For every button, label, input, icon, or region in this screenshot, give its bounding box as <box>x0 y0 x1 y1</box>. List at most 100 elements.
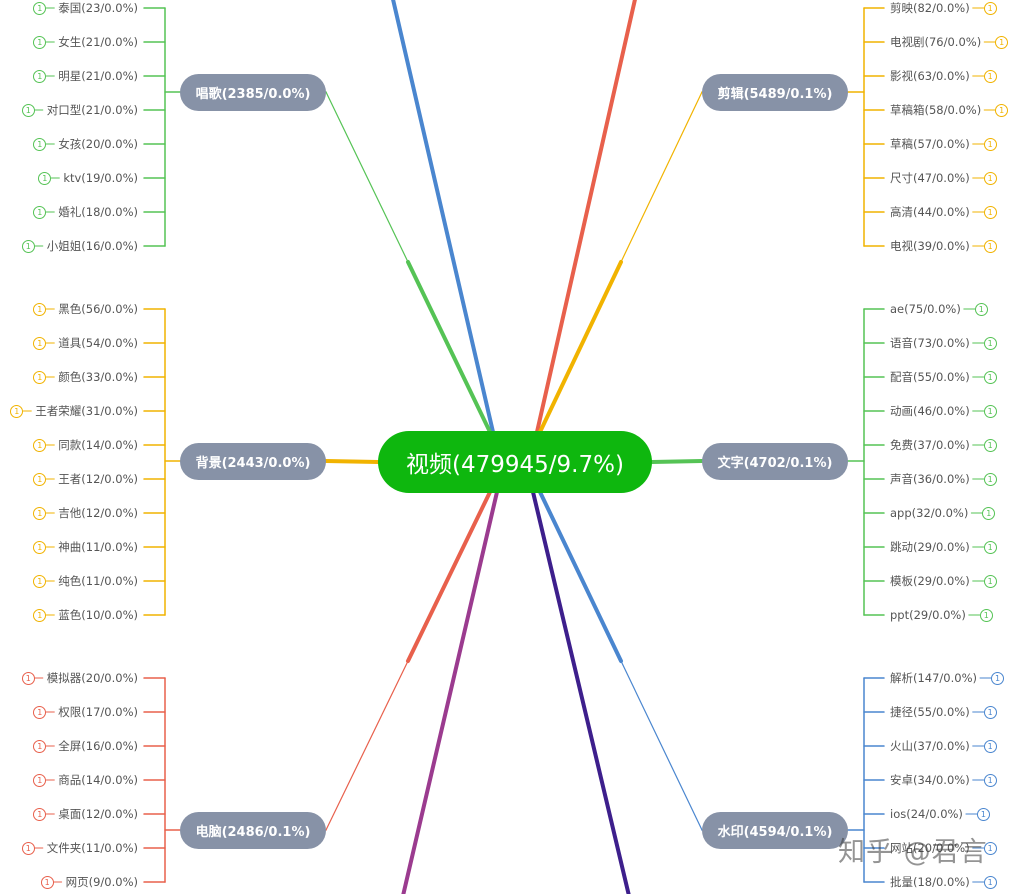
count-badge-icon[interactable]: 1 <box>33 205 47 219</box>
count-badge-icon[interactable]: 1 <box>33 608 47 622</box>
leaf-label-wenzi[interactable]: 模板(29/0.0%) <box>890 574 970 588</box>
count-badge-icon[interactable]: 1 <box>983 1 997 15</box>
count-badge-icon[interactable]: 1 <box>991 671 1005 685</box>
branch-node-jianji[interactable]: 剪辑(5489/0.1%) <box>702 74 848 111</box>
leaf-label-diannao[interactable]: 网页(9/0.0%) <box>65 875 138 889</box>
leaf-label-beijing[interactable]: 同款(14/0.0%) <box>58 438 138 452</box>
leaf-label-shuiyin[interactable]: 网站(20/0.0%) <box>890 841 970 855</box>
count-badge-icon[interactable]: 1 <box>21 841 35 855</box>
leaf-label-diannao[interactable]: 文件夹(11/0.0%) <box>46 841 138 855</box>
count-badge-icon[interactable]: 1 <box>983 739 997 753</box>
leaf-label-jianji[interactable]: 草稿箱(58/0.0%) <box>890 103 982 117</box>
leaf-label-beijing[interactable]: 颜色(33/0.0%) <box>58 370 138 384</box>
count-badge-icon[interactable]: 1 <box>33 302 47 316</box>
leaf-label-changge[interactable]: 女孩(20/0.0%) <box>58 137 138 151</box>
count-badge-icon[interactable]: 1 <box>33 739 47 753</box>
branch-node-shuiyin[interactable]: 水印(4594/0.1%) <box>702 812 848 849</box>
leaf-label-wenzi[interactable]: ppt(29/0.0%) <box>890 608 966 622</box>
leaf-label-wenzi[interactable]: 跳动(29/0.0%) <box>890 540 970 554</box>
count-badge-icon[interactable]: 1 <box>21 103 35 117</box>
leaf-label-beijing[interactable]: 纯色(11/0.0%) <box>58 574 138 588</box>
count-badge-icon[interactable]: 1 <box>983 705 997 719</box>
count-badge-icon[interactable]: 1 <box>979 608 993 622</box>
count-badge-icon[interactable]: 1 <box>38 171 52 185</box>
count-badge-icon[interactable]: 1 <box>983 69 997 83</box>
leaf-label-wenzi[interactable]: 声音(36/0.0%) <box>890 472 970 486</box>
leaf-label-diannao[interactable]: 权限(17/0.0%) <box>58 705 138 719</box>
leaf-label-shuiyin[interactable]: ios(24/0.0%) <box>890 807 963 821</box>
count-badge-icon[interactable]: 1 <box>33 69 47 83</box>
leaf-label-shuiyin[interactable]: 批量(18/0.0%) <box>890 875 970 889</box>
count-badge-icon[interactable]: 1 <box>983 773 997 787</box>
leaf-label-beijing[interactable]: 黑色(56/0.0%) <box>58 302 138 316</box>
leaf-label-shuiyin[interactable]: 解析(147/0.0%) <box>890 671 978 685</box>
leaf-label-beijing[interactable]: 蓝色(10/0.0%) <box>58 608 138 622</box>
leaf-label-shuiyin[interactable]: 火山(37/0.0%) <box>890 739 970 753</box>
leaf-label-changge[interactable]: 小姐姐(16/0.0%) <box>46 239 138 253</box>
count-badge-icon[interactable]: 1 <box>10 404 24 418</box>
count-badge-icon[interactable]: 1 <box>21 239 35 253</box>
leaf-label-shuiyin[interactable]: 捷径(55/0.0%) <box>890 705 970 719</box>
count-badge-icon[interactable]: 1 <box>33 705 47 719</box>
count-badge-icon[interactable]: 1 <box>983 370 997 384</box>
leaf-label-shuiyin[interactable]: 安卓(34/0.0%) <box>890 773 970 787</box>
count-badge-icon[interactable]: 1 <box>983 841 997 855</box>
leaf-label-beijing[interactable]: 吉他(12/0.0%) <box>58 506 138 520</box>
count-badge-icon[interactable]: 1 <box>33 370 47 384</box>
leaf-label-diannao[interactable]: 模拟器(20/0.0%) <box>46 671 138 685</box>
count-badge-icon[interactable]: 1 <box>33 773 47 787</box>
count-badge-icon[interactable]: 1 <box>983 472 997 486</box>
count-badge-icon[interactable]: 1 <box>33 336 47 350</box>
leaf-label-changge[interactable]: 明星(21/0.0%) <box>58 69 138 83</box>
count-badge-icon[interactable]: 1 <box>995 103 1009 117</box>
count-badge-icon[interactable]: 1 <box>40 875 54 889</box>
leaf-label-beijing[interactable]: 神曲(11/0.0%) <box>58 540 138 554</box>
count-badge-icon[interactable]: 1 <box>33 1 47 15</box>
count-badge-icon[interactable]: 1 <box>33 472 47 486</box>
count-badge-icon[interactable]: 1 <box>983 540 997 554</box>
leaf-label-wenzi[interactable]: 免费(37/0.0%) <box>890 438 970 452</box>
leaf-label-wenzi[interactable]: 语音(73/0.0%) <box>890 336 970 350</box>
count-badge-icon[interactable]: 1 <box>976 807 990 821</box>
leaf-label-beijing[interactable]: 王者荣耀(31/0.0%) <box>35 404 138 418</box>
count-badge-icon[interactable]: 1 <box>982 506 996 520</box>
leaf-label-changge[interactable]: ktv(19/0.0%) <box>63 171 138 185</box>
leaf-label-jianji[interactable]: 电视剧(76/0.0%) <box>890 35 982 49</box>
leaf-label-changge[interactable]: 对口型(21/0.0%) <box>46 103 138 117</box>
count-badge-icon[interactable]: 1 <box>33 574 47 588</box>
count-badge-icon[interactable]: 1 <box>33 807 47 821</box>
count-badge-icon[interactable]: 1 <box>983 171 997 185</box>
leaf-label-wenzi[interactable]: ae(75/0.0%) <box>890 302 961 316</box>
leaf-label-jianji[interactable]: 剪映(82/0.0%) <box>890 1 970 15</box>
leaf-label-diannao[interactable]: 全屏(16/0.0%) <box>58 739 138 753</box>
count-badge-icon[interactable]: 1 <box>995 35 1009 49</box>
leaf-label-jianji[interactable]: 电视(39/0.0%) <box>890 239 970 253</box>
leaf-label-wenzi[interactable]: 配音(55/0.0%) <box>890 370 970 384</box>
count-badge-icon[interactable]: 1 <box>33 506 47 520</box>
leaf-label-beijing[interactable]: 王者(12/0.0%) <box>58 472 138 486</box>
count-badge-icon[interactable]: 1 <box>983 205 997 219</box>
count-badge-icon[interactable]: 1 <box>983 239 997 253</box>
branch-node-beijing[interactable]: 背景(2443/0.0%) <box>180 443 326 480</box>
count-badge-icon[interactable]: 1 <box>983 336 997 350</box>
count-badge-icon[interactable]: 1 <box>983 875 997 889</box>
count-badge-icon[interactable]: 1 <box>33 137 47 151</box>
root-node[interactable]: 视频(479945/9.7%) <box>378 431 652 493</box>
leaf-label-jianji[interactable]: 尺寸(47/0.0%) <box>890 171 970 185</box>
leaf-label-diannao[interactable]: 桌面(12/0.0%) <box>58 807 138 821</box>
branch-node-changge[interactable]: 唱歌(2385/0.0%) <box>180 74 326 111</box>
branch-node-diannao[interactable]: 电脑(2486/0.1%) <box>180 812 326 849</box>
count-badge-icon[interactable]: 1 <box>33 35 47 49</box>
count-badge-icon[interactable]: 1 <box>983 574 997 588</box>
count-badge-icon[interactable]: 1 <box>983 137 997 151</box>
count-badge-icon[interactable]: 1 <box>983 404 997 418</box>
leaf-label-jianji[interactable]: 影视(63/0.0%) <box>890 69 970 83</box>
leaf-label-changge[interactable]: 女生(21/0.0%) <box>58 35 138 49</box>
branch-node-wenzi[interactable]: 文字(4702/0.1%) <box>702 443 848 480</box>
leaf-label-wenzi[interactable]: app(32/0.0%) <box>890 506 969 520</box>
leaf-label-changge[interactable]: 婚礼(18/0.0%) <box>58 205 138 219</box>
leaf-label-jianji[interactable]: 草稿(57/0.0%) <box>890 137 970 151</box>
leaf-label-wenzi[interactable]: 动画(46/0.0%) <box>890 404 970 418</box>
leaf-label-changge[interactable]: 泰国(23/0.0%) <box>58 1 138 15</box>
count-badge-icon[interactable]: 1 <box>33 438 47 452</box>
